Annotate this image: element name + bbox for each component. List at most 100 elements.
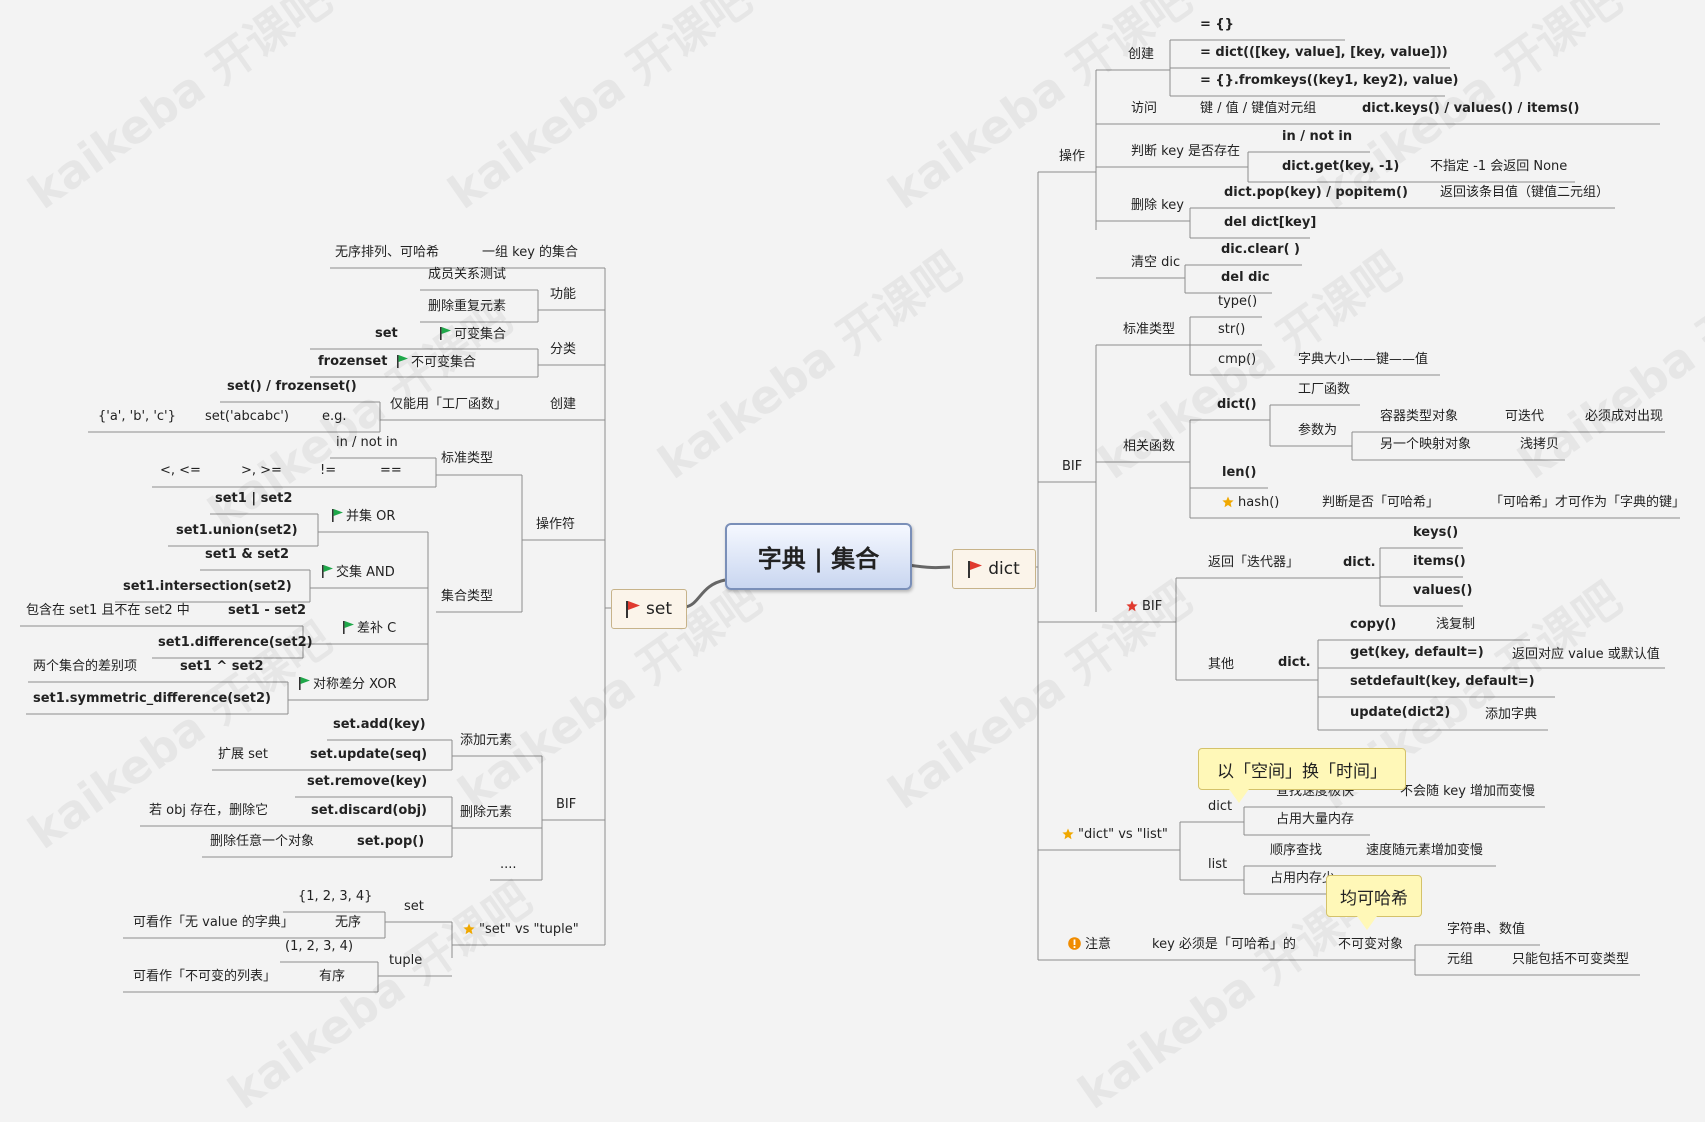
node-label: 不可变对象 xyxy=(1338,937,1403,953)
node-text: len() xyxy=(1222,465,1257,480)
node-label: copy() xyxy=(1350,617,1396,633)
node-label: 若 obj 存在，删除它 xyxy=(149,803,268,819)
node-label: 删除重复元素 xyxy=(428,299,506,315)
node-text: key 必须是「可哈希」的 xyxy=(1152,937,1296,952)
set-topic[interactable]: set xyxy=(611,589,687,629)
node-text: set('abcabc') xyxy=(205,409,289,424)
node-text: set1.difference(set2) xyxy=(158,635,313,650)
flag-icon xyxy=(299,677,310,690)
node-text: 字典大小——键——值 xyxy=(1298,352,1429,367)
node-label: set xyxy=(404,899,424,915)
node-text: 有序 xyxy=(319,969,346,984)
node-text: == xyxy=(380,463,402,478)
flag-icon xyxy=(322,565,333,578)
node-text: values() xyxy=(1413,583,1473,598)
node-label: set() / frozenset() xyxy=(227,379,357,395)
node-label: set.discard(obj) xyxy=(311,803,427,819)
node-label: 容器类型对象 xyxy=(1380,409,1458,425)
node-text: type() xyxy=(1218,294,1258,309)
node-text: = dict(([key, value], [key, value])) xyxy=(1200,45,1448,60)
node-label: 交集 AND xyxy=(322,565,395,581)
node-label: in / not in xyxy=(1282,129,1352,145)
node-label: set1 - set2 xyxy=(228,603,306,619)
node-label: {'a', 'b', 'c'} xyxy=(98,409,176,425)
node-text: 无序排列、可哈希 xyxy=(335,245,440,260)
node-label: in / not in xyxy=(336,435,398,451)
node-text: 键 / 值 / 键值对元组 xyxy=(1200,101,1317,116)
flag-icon xyxy=(397,355,408,368)
node-label: get(key, default=) xyxy=(1350,645,1484,661)
main-branch-curve xyxy=(907,563,951,570)
node-text: = {} xyxy=(1200,17,1234,32)
node-text: 返回「迭代器」 xyxy=(1208,555,1300,570)
node-label: 成员关系测试 xyxy=(428,267,506,283)
node-text: 操作符 xyxy=(536,517,576,532)
node-text: BIF xyxy=(1142,599,1163,614)
node-label: 分类 xyxy=(550,342,576,358)
dict-topic[interactable]: dict xyxy=(952,549,1036,589)
node-text: 分类 xyxy=(550,342,577,357)
node-label: 访问 xyxy=(1131,101,1157,117)
node-label: 有序 xyxy=(319,969,345,985)
node-label: 扩展 set xyxy=(218,747,268,763)
node-label: 对称差分 XOR xyxy=(299,677,396,693)
node-text: "set" vs "tuple" xyxy=(479,922,579,937)
node-label: set.update(seq) xyxy=(310,747,427,763)
node-text: 另一个映射对象 xyxy=(1380,437,1472,452)
node-text: 包含在 set1 且不在 set2 中 xyxy=(26,603,190,618)
node-text: 可变集合 xyxy=(454,327,507,342)
node-label: tuple xyxy=(389,953,422,969)
node-label: set.add(key) xyxy=(333,717,426,733)
node-text: 返回该条目值（键值二元组） xyxy=(1440,185,1610,200)
node-text: set.discard(obj) xyxy=(311,803,427,818)
node-label: .... xyxy=(500,857,517,873)
node-label: != xyxy=(320,463,336,479)
node-text: 容器类型对象 xyxy=(1380,409,1459,424)
node-text: 必须成对出现 xyxy=(1585,409,1664,424)
node-text: del dict[key] xyxy=(1224,215,1317,230)
node-text: 浅拷贝 xyxy=(1520,437,1560,452)
node-label: dict.pop(key) / popitem() xyxy=(1224,185,1408,201)
node-label: 功能 xyxy=(550,287,576,303)
node-label: 顺序查找 xyxy=(1270,843,1322,859)
node-text: e.g. xyxy=(322,409,347,424)
node-text: 两个集合的差别项 xyxy=(33,659,138,674)
flag-icon xyxy=(1126,600,1139,613)
node-label: <, <= xyxy=(160,463,201,479)
node-label: 字符串、数值 xyxy=(1447,922,1525,938)
node-label: set1.intersection(set2) xyxy=(123,579,292,595)
node-label: cmp() xyxy=(1218,352,1256,368)
node-text: set xyxy=(404,899,424,914)
node-text: in / not in xyxy=(336,435,398,450)
node-text: 创建 xyxy=(1128,47,1155,62)
node-text: 占用内存少 xyxy=(1270,871,1336,886)
node-label: 「可哈希」才可作为「字典的键」 xyxy=(1490,495,1685,511)
node-text: {1, 2, 3, 4} xyxy=(298,889,373,904)
node-label: BIF xyxy=(556,797,576,813)
node-text: 集合类型 xyxy=(441,589,494,604)
node-text: BIF xyxy=(1062,459,1083,474)
node-text: 顺序查找 xyxy=(1270,843,1323,858)
node-label: 可迭代 xyxy=(1505,409,1544,425)
node-text: set xyxy=(375,326,398,341)
node-text: .... xyxy=(500,857,517,872)
node-text: 删除任意一个对象 xyxy=(210,834,315,849)
node-label: dict. xyxy=(1278,655,1311,671)
node-label: set1.union(set2) xyxy=(176,523,298,539)
node-text: != xyxy=(320,463,337,478)
node-label: frozenset xyxy=(318,354,387,370)
node-label: set.pop() xyxy=(357,834,424,850)
node-text: keys() xyxy=(1413,525,1459,540)
node-text: 交集 AND xyxy=(336,565,395,580)
central-topic[interactable]: 字典 | 集合 xyxy=(725,523,912,590)
star-icon xyxy=(1062,828,1075,841)
node-text: dict xyxy=(1208,799,1233,814)
flag-icon xyxy=(440,327,451,340)
node-text: set.update(seq) xyxy=(310,747,428,762)
node-label: 判断 key 是否存在 xyxy=(1131,144,1240,160)
node-label: 标准类型 xyxy=(1123,322,1175,338)
node-text: 添加字典 xyxy=(1485,707,1538,722)
topic-label: dict xyxy=(988,559,1020,579)
node-text: 创建 xyxy=(550,397,577,412)
